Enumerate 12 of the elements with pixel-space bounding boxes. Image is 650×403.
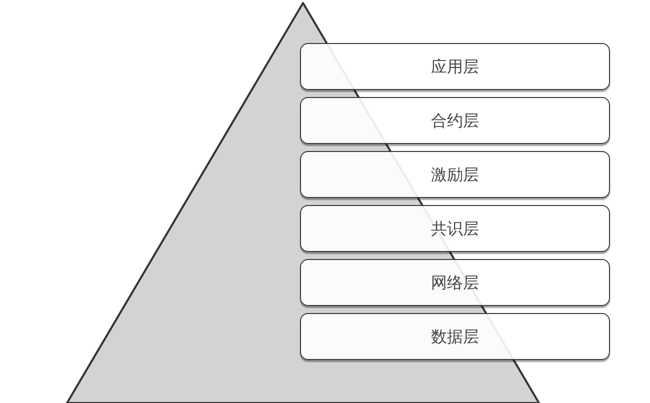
layer-label: 合约层	[431, 110, 479, 130]
layer-box	[300, 259, 610, 306]
layer-box	[300, 313, 610, 360]
layer-box	[300, 97, 610, 144]
layer-label: 网络层	[431, 272, 479, 292]
layer-label: 激励层	[431, 164, 479, 184]
layer-label: 共识层	[431, 218, 479, 238]
layer-box	[300, 205, 610, 252]
layer-box	[300, 151, 610, 198]
layer-label: 数据层	[431, 326, 479, 346]
layer-box	[300, 43, 610, 90]
layer-label: 应用层	[431, 56, 479, 76]
